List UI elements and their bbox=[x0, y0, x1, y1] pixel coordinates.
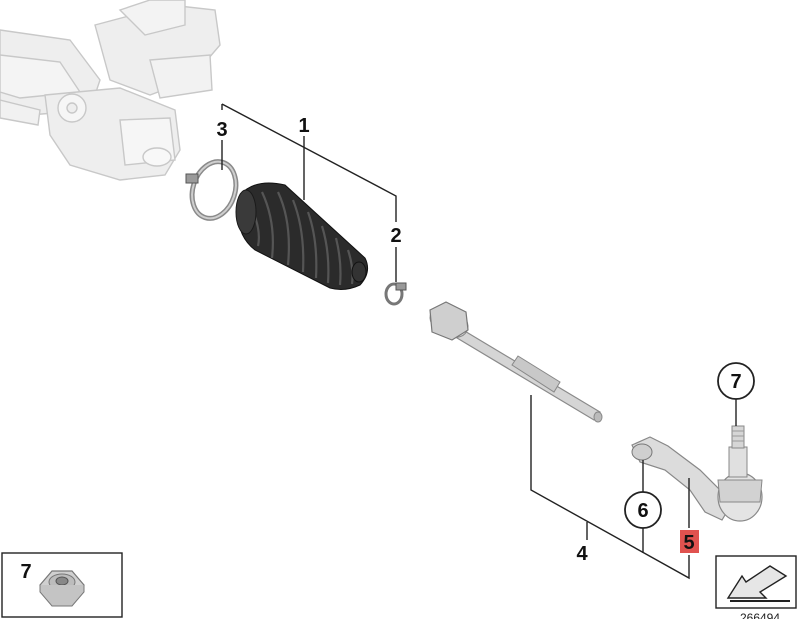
callout-7: 7 bbox=[730, 371, 741, 393]
callout-3: 3 bbox=[216, 119, 227, 141]
bellows-boot bbox=[235, 182, 369, 290]
direction-arrow-box bbox=[715, 555, 797, 609]
callout-6-circle: 6 bbox=[624, 491, 662, 529]
nut-icon bbox=[39, 570, 85, 607]
steering-rack-housing bbox=[0, 0, 221, 181]
callout-1: 1 bbox=[298, 115, 309, 137]
clamp-ring bbox=[185, 159, 239, 221]
callout-4: 4 bbox=[576, 543, 588, 565]
leader-lines bbox=[221, 103, 737, 580]
image-number: 266494 bbox=[740, 611, 780, 619]
callout-5: 5 bbox=[683, 532, 694, 554]
callout-7-circle: 7 bbox=[717, 362, 755, 400]
callout-5-highlight: 5 bbox=[680, 530, 699, 554]
inset-nut-box: 7 bbox=[1, 552, 123, 618]
arrow-icon bbox=[726, 565, 790, 602]
inset-label: 7 bbox=[20, 561, 31, 583]
callout-2: 2 bbox=[390, 225, 401, 247]
callout-6: 6 bbox=[637, 500, 648, 522]
tie-rod bbox=[429, 301, 603, 423]
small-clamp bbox=[384, 282, 407, 306]
tie-rod-end bbox=[631, 425, 763, 522]
